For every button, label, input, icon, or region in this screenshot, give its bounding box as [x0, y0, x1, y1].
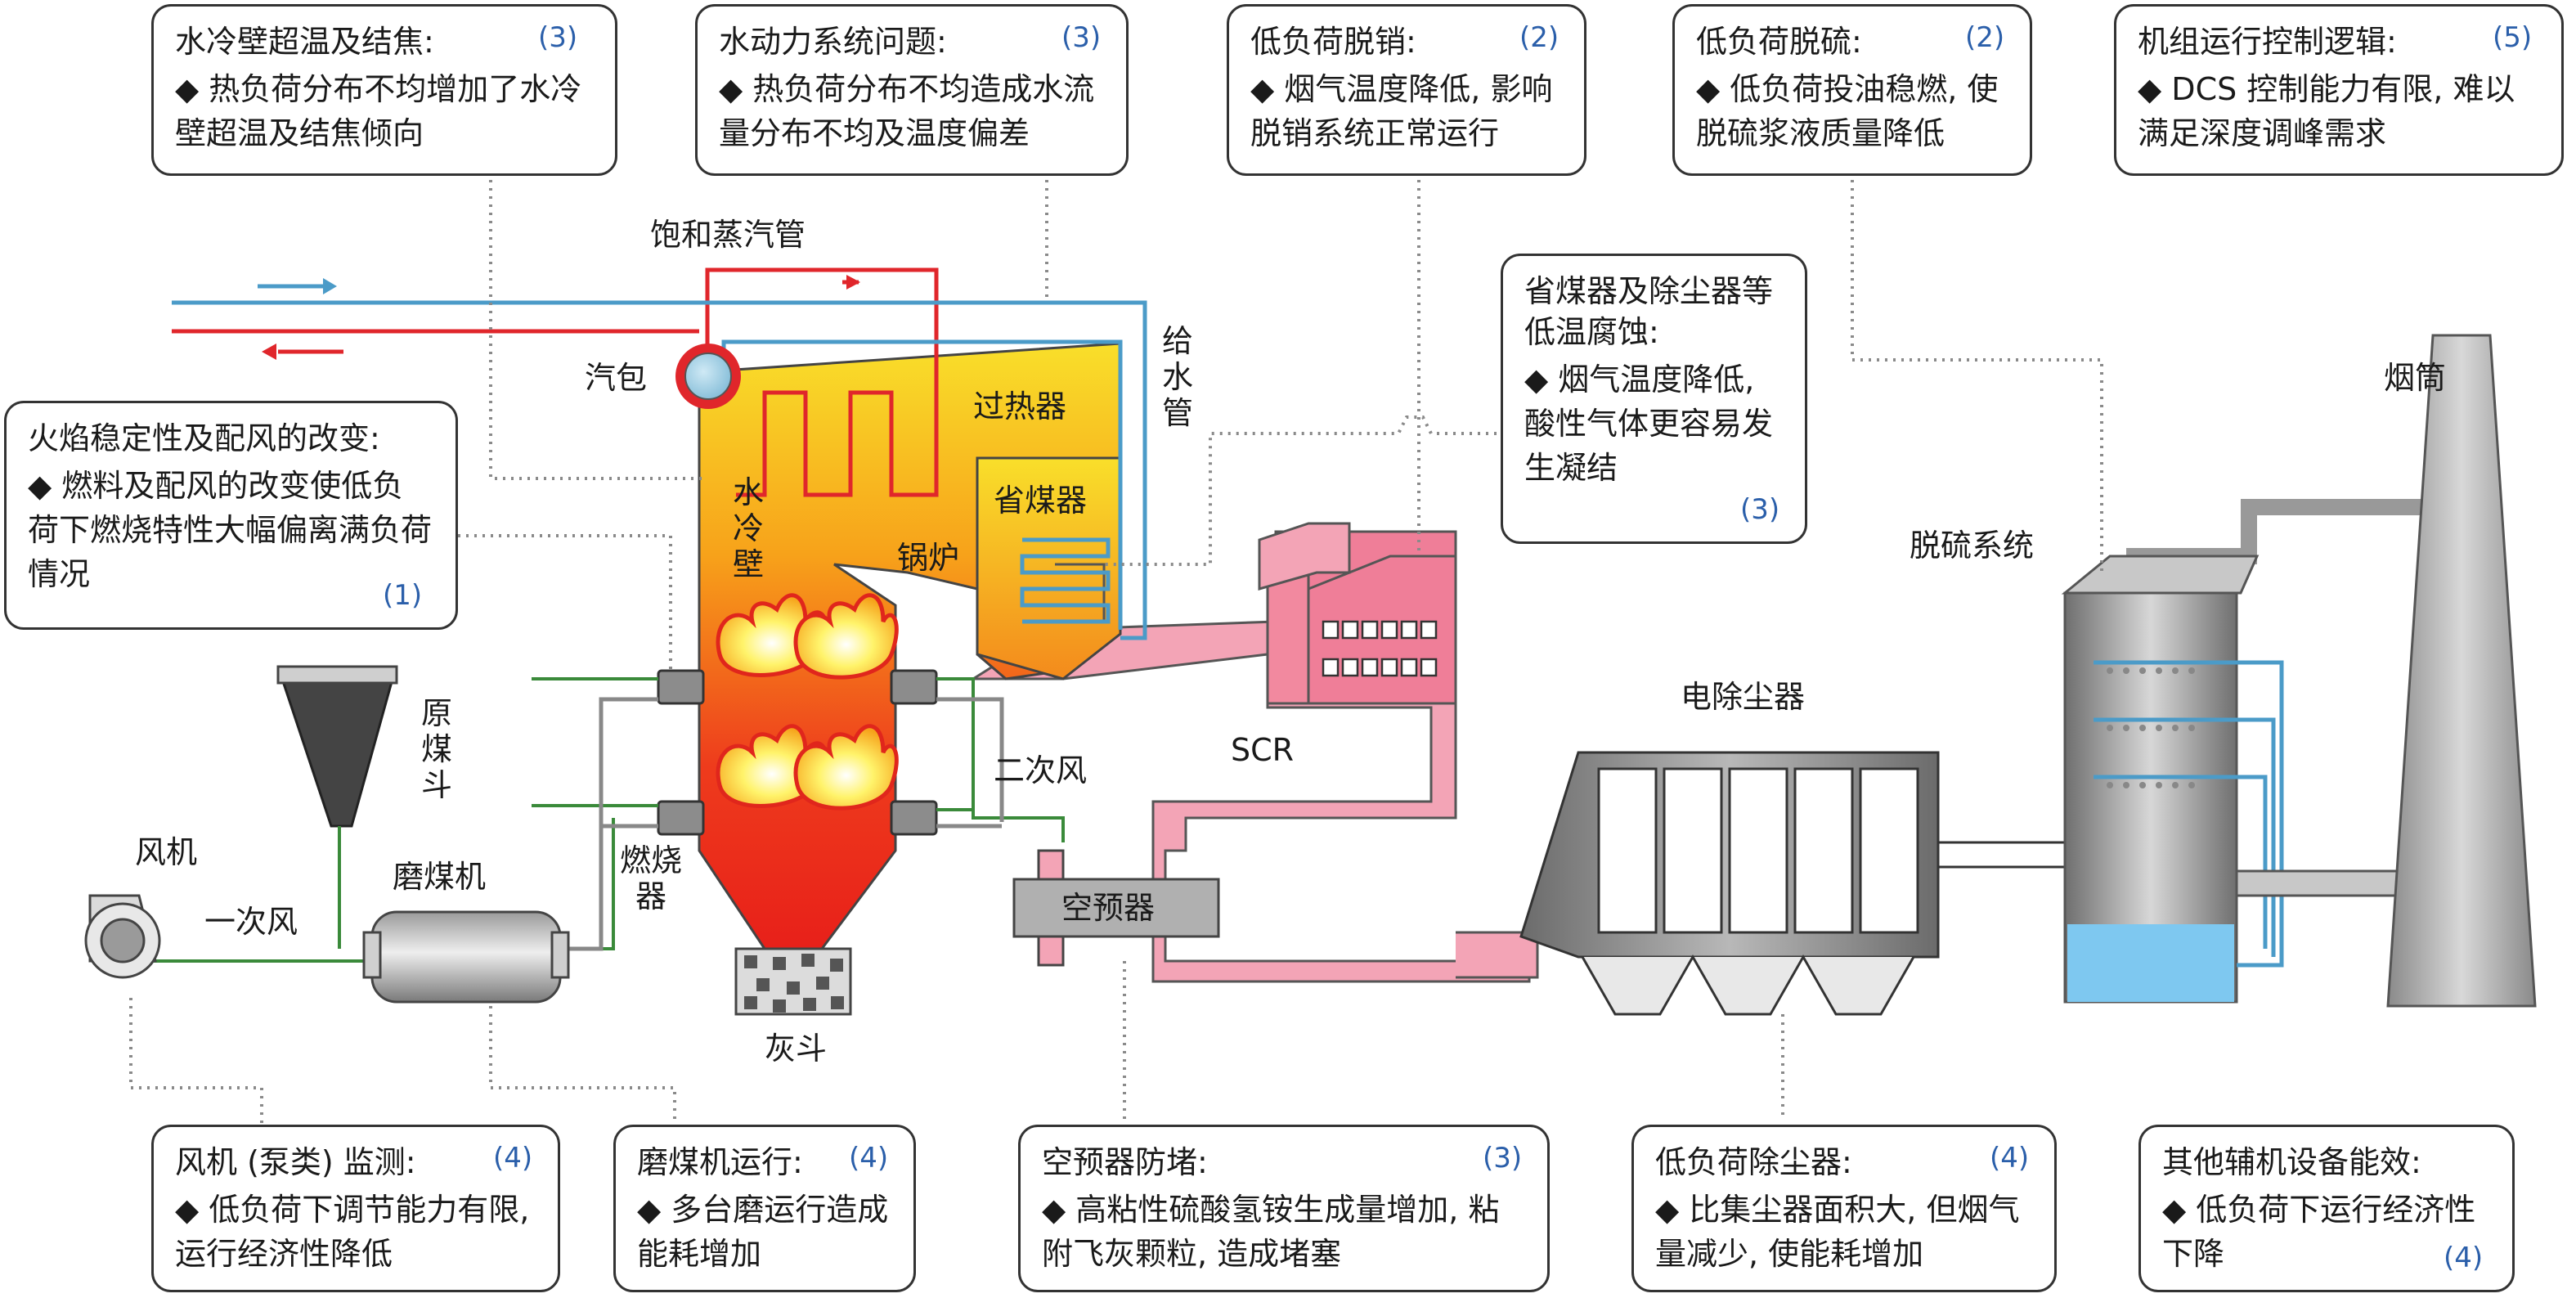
furnace-flames [716, 593, 899, 811]
desulfurization-tower-icon [2061, 499, 2443, 1004]
burners [657, 669, 938, 836]
annotation-number: (2) [1519, 21, 1560, 54]
annotation-title: 风机 (泵类) 监测: [175, 1144, 416, 1180]
annotation-body: ◆ 低负荷下调节能力有限, 运行经济性降低 [175, 1192, 530, 1272]
label-primary-air: 一次风 [204, 904, 298, 940]
label-boiler: 锅炉 [897, 540, 960, 576]
label-esp: 电除尘器 [1681, 679, 1806, 715]
annotation-number: (4) [493, 1142, 533, 1175]
annotation-title: 低负荷脱销: [1250, 24, 1416, 60]
label-burner: 燃烧器 [619, 842, 682, 914]
annotation-number: (3) [1061, 21, 1102, 54]
label-fan: 风机 [135, 834, 198, 870]
flue-gas-duct [968, 522, 1539, 983]
annotation-number: (4) [2444, 1242, 2484, 1274]
annotation-body: ◆ 低负荷下运行经济性下降 [2162, 1192, 2476, 1272]
label-mill: 磨煤机 [393, 859, 487, 895]
annotation-air-preheater: 空预器防堵: (3) ◆ 高粘性硫酸氢铵生成量增加, 粘附飞灰颗粒, 造成堵塞 [1018, 1125, 1550, 1292]
annotation-number: (4) [849, 1142, 889, 1175]
drum-icon [675, 344, 741, 409]
chimney-icon [2386, 334, 2537, 1008]
label-air-preheater: 空预器 [1061, 890, 1156, 926]
label-water-wall: 水冷壁 [732, 474, 764, 582]
annotation-body: ◆ 燃料及配风的改变使低负荷下燃烧特性大幅偏离满负荷情况 [28, 468, 433, 592]
flow-arrows [258, 275, 860, 360]
label-superheater: 过热器 [973, 389, 1067, 424]
annotation-body: ◆ 低负荷投油稳燃, 使脱硫浆液质量降低 [1696, 71, 1999, 151]
scr-catalyst [1322, 620, 1438, 677]
annotation-mill-operation: 磨煤机运行: (4) ◆ 多台磨运行造成能耗增加 [613, 1125, 916, 1292]
annotation-title: 省煤器及除尘器等低温腐蚀: [1524, 273, 1774, 350]
label-saturated-pipe: 饱和蒸汽管 [650, 217, 806, 253]
esp-icon [1519, 751, 2067, 1016]
annotation-body: ◆ 高粘性硫酸氢铵生成量增加, 粘附飞灰颗粒, 造成堵塞 [1042, 1192, 1500, 1272]
annotation-title: 空预器防堵: [1042, 1144, 1208, 1180]
annotation-body: ◆ 烟气温度降低, 影响脱销系统正常运行 [1250, 71, 1553, 151]
air-preheater-icon [1012, 849, 1220, 967]
annotation-number: (3) [1483, 1142, 1523, 1175]
annotation-desulfurization: 低负荷脱硫: (2) ◆ 低负荷投油稳燃, 使脱硫浆液质量降低 [1672, 4, 2032, 176]
fan-icon [84, 894, 161, 979]
annotation-title: 其他辅机设备能效: [2162, 1144, 2421, 1180]
annotation-low-temp-corrosion: 省煤器及除尘器等低温腐蚀: ◆ 烟气温度降低, 酸性气体更容易发生凝结 (3) [1501, 254, 1807, 544]
coal-pipes [564, 697, 1004, 951]
leader-lines [129, 172, 2103, 1125]
label-chimney: 烟筒 [2384, 360, 2447, 396]
label-secondary-air: 二次风 [994, 752, 1088, 788]
annotation-title: 水冷壁超温及结焦: [175, 24, 434, 60]
annotation-title: 机组运行控制逻辑: [2138, 24, 2397, 60]
annotation-number: (3) [538, 21, 578, 54]
annotation-body: ◆ 比集尘器面积大, 但烟气量减少, 使能耗增加 [1655, 1192, 2020, 1272]
label-ash-hopper: 灰斗 [765, 1031, 828, 1067]
label-economizer: 省煤器 [994, 483, 1088, 519]
annotation-fan-monitoring: 风机 (泵类) 监测: (4) ◆ 低负荷下调节能力有限, 运行经济性降低 [151, 1125, 560, 1292]
annotation-low-load-esp: 低负荷除尘器: (4) ◆ 比集尘器面积大, 但烟气量减少, 使能耗增加 [1631, 1125, 2057, 1292]
annotation-denox: 低负荷脱销: (2) ◆ 烟气温度降低, 影响脱销系统正常运行 [1227, 4, 1586, 176]
label-drum: 汽包 [585, 360, 648, 396]
annotation-body: ◆ 多台磨运行造成能耗增加 [637, 1192, 889, 1272]
annotation-flame-stability: 火焰稳定性及配风的改变: ◆ 燃料及配风的改变使低负荷下燃烧特性大幅偏离满负荷情… [4, 401, 458, 630]
ash-hopper [734, 947, 852, 1016]
annotation-title: 低负荷除尘器: [1655, 1144, 1852, 1180]
annotation-title: 火焰稳定性及配风的改变: [28, 420, 380, 456]
annotation-body: ◆ DCS 控制能力有限, 难以满足深度调峰需求 [2138, 71, 2515, 151]
annotation-body: ◆ 烟气温度降低, 酸性气体更容易发生凝结 [1524, 362, 1774, 486]
annotation-body: ◆ 热负荷分布不均造成水流量分布不均及温度偏差 [719, 71, 1095, 151]
annotation-title: 磨煤机运行: [637, 1144, 803, 1180]
annotation-number: (4) [1990, 1142, 2030, 1175]
annotation-number: (2) [1965, 21, 2005, 54]
mill-icon [362, 910, 570, 1004]
annotation-number: (3) [1740, 493, 1780, 526]
raw-coal-hopper [276, 665, 398, 949]
annotation-wall-overheat: 水冷壁超温及结焦: (3) ◆ 热负荷分布不均增加了水冷壁超温及结焦倾向 [151, 4, 617, 176]
label-feed-pipe: 给水管 [1161, 323, 1193, 431]
label-scr: SCR [1231, 732, 1295, 768]
annotation-number: (1) [383, 579, 423, 612]
annotation-title: 水动力系统问题: [719, 24, 947, 60]
annotation-aux-efficiency: 其他辅机设备能效: ◆ 低负荷下运行经济性下降 (4) [2138, 1125, 2515, 1292]
annotation-control-logic: 机组运行控制逻辑: (5) ◆ DCS 控制能力有限, 难以满足深度调峰需求 [2114, 4, 2564, 176]
annotation-body: ◆ 热负荷分布不均增加了水冷壁超温及结焦倾向 [175, 71, 582, 151]
steam-pipes [172, 267, 939, 497]
label-desulfurization: 脱硫系统 [1910, 528, 2035, 564]
annotation-title: 低负荷脱硫: [1696, 24, 1862, 60]
annotation-hydrodynamic: 水动力系统问题: (3) ◆ 热负荷分布不均造成水流量分布不均及温度偏差 [695, 4, 1129, 176]
annotation-number: (5) [2493, 21, 2533, 54]
label-raw-coal-hopper: 原煤斗 [420, 695, 452, 803]
air-lines [147, 677, 1065, 963]
